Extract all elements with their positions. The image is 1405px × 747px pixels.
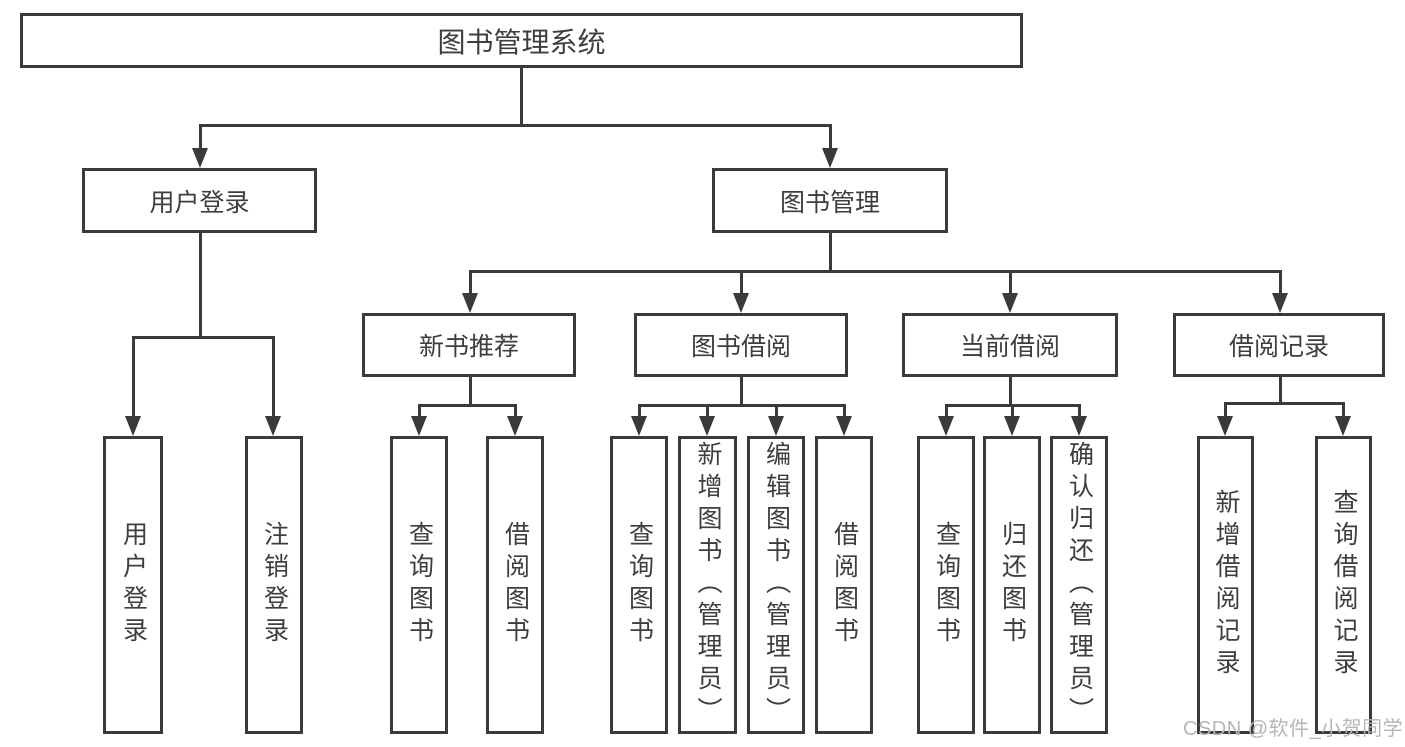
connector-line bbox=[843, 404, 846, 422]
connector-line bbox=[775, 404, 778, 422]
node-leaf-return-books: 归还图书 bbox=[983, 436, 1041, 734]
node-user-login: 用户登录 bbox=[82, 168, 317, 233]
node-leaf-user-login: 用户登录 bbox=[103, 436, 163, 734]
node-leaf-add-borrow-record: 新增借阅记录 bbox=[1197, 436, 1254, 734]
connector-line bbox=[1279, 270, 1282, 298]
arrow-down-icon bbox=[507, 416, 523, 436]
arrow-down-icon bbox=[822, 148, 838, 168]
arrow-down-icon bbox=[699, 416, 715, 436]
connector-line bbox=[418, 404, 516, 407]
connector-line bbox=[132, 336, 135, 421]
connector-line bbox=[199, 124, 831, 127]
connector-line bbox=[1009, 377, 1012, 406]
arrow-down-icon bbox=[1217, 416, 1233, 436]
arrow-down-icon bbox=[411, 416, 427, 436]
connector-line bbox=[829, 233, 832, 273]
node-leaf-query-books-recommend: 查询图书 bbox=[390, 436, 448, 734]
arrow-down-icon bbox=[1272, 293, 1288, 313]
connector-line bbox=[740, 270, 743, 298]
connector-line bbox=[706, 404, 709, 422]
node-library-system: 图书管理系统 bbox=[20, 13, 1023, 68]
arrow-down-icon bbox=[1335, 416, 1351, 436]
node-leaf-query-borrow-record: 查询借阅记录 bbox=[1315, 436, 1372, 734]
connector-line bbox=[740, 377, 743, 406]
watermark: CSDN @软件_小贺同学 bbox=[1183, 718, 1404, 740]
node-leaf-query-books-borrow: 查询图书 bbox=[610, 436, 668, 734]
node-book-management: 图书管理 bbox=[712, 168, 948, 233]
connector-line bbox=[829, 124, 832, 154]
connector-line bbox=[199, 124, 202, 154]
connector-line bbox=[1224, 402, 1345, 405]
arrow-down-icon bbox=[1004, 416, 1020, 436]
connector-line bbox=[469, 377, 472, 406]
connector-line bbox=[1011, 404, 1014, 422]
arrow-down-icon bbox=[125, 416, 141, 436]
node-borrow-records: 借阅记录 bbox=[1173, 313, 1385, 377]
arrow-down-icon bbox=[265, 416, 281, 436]
node-current-borrow: 当前借阅 bbox=[902, 313, 1118, 377]
node-leaf-logout: 注销登录 bbox=[245, 436, 303, 734]
node-leaf-confirm-return-admin: 确认归还（管理员） bbox=[1050, 436, 1108, 734]
node-leaf-add-books-admin: 新增图书（管理员） bbox=[678, 436, 737, 734]
node-leaf-query-books-current: 查询图书 bbox=[917, 436, 975, 734]
arrow-down-icon bbox=[1002, 293, 1018, 313]
connector-line bbox=[1279, 377, 1282, 405]
connector-line bbox=[638, 404, 846, 407]
connector-line bbox=[638, 404, 641, 422]
arrow-down-icon bbox=[938, 416, 954, 436]
connector-line bbox=[945, 404, 948, 422]
arrow-down-icon bbox=[631, 416, 647, 436]
connector-line bbox=[469, 270, 1281, 273]
node-leaf-borrow-books-recommend: 借阅图书 bbox=[486, 436, 544, 734]
connector-line bbox=[1078, 404, 1081, 422]
node-leaf-edit-books-admin: 编辑图书（管理员） bbox=[747, 436, 805, 734]
connector-line bbox=[199, 233, 202, 338]
connector-line bbox=[418, 404, 421, 422]
arrow-down-icon bbox=[768, 416, 784, 436]
connector-line bbox=[1009, 270, 1012, 298]
arrow-down-icon bbox=[836, 416, 852, 436]
connector-line bbox=[272, 336, 275, 421]
arrow-down-icon bbox=[192, 148, 208, 168]
connector-line bbox=[520, 68, 523, 126]
arrow-down-icon bbox=[1071, 416, 1087, 436]
node-book-borrow: 图书借阅 bbox=[634, 313, 848, 377]
connector-line bbox=[132, 336, 274, 339]
connector-line bbox=[469, 270, 472, 298]
node-leaf-borrow-books: 借阅图书 bbox=[815, 436, 873, 734]
arrow-down-icon bbox=[462, 293, 478, 313]
connector-line bbox=[1342, 402, 1345, 422]
connector-line bbox=[514, 404, 517, 422]
node-new-book-recommend: 新书推荐 bbox=[362, 313, 576, 377]
connector-line bbox=[1224, 402, 1227, 422]
arrow-down-icon bbox=[733, 293, 749, 313]
